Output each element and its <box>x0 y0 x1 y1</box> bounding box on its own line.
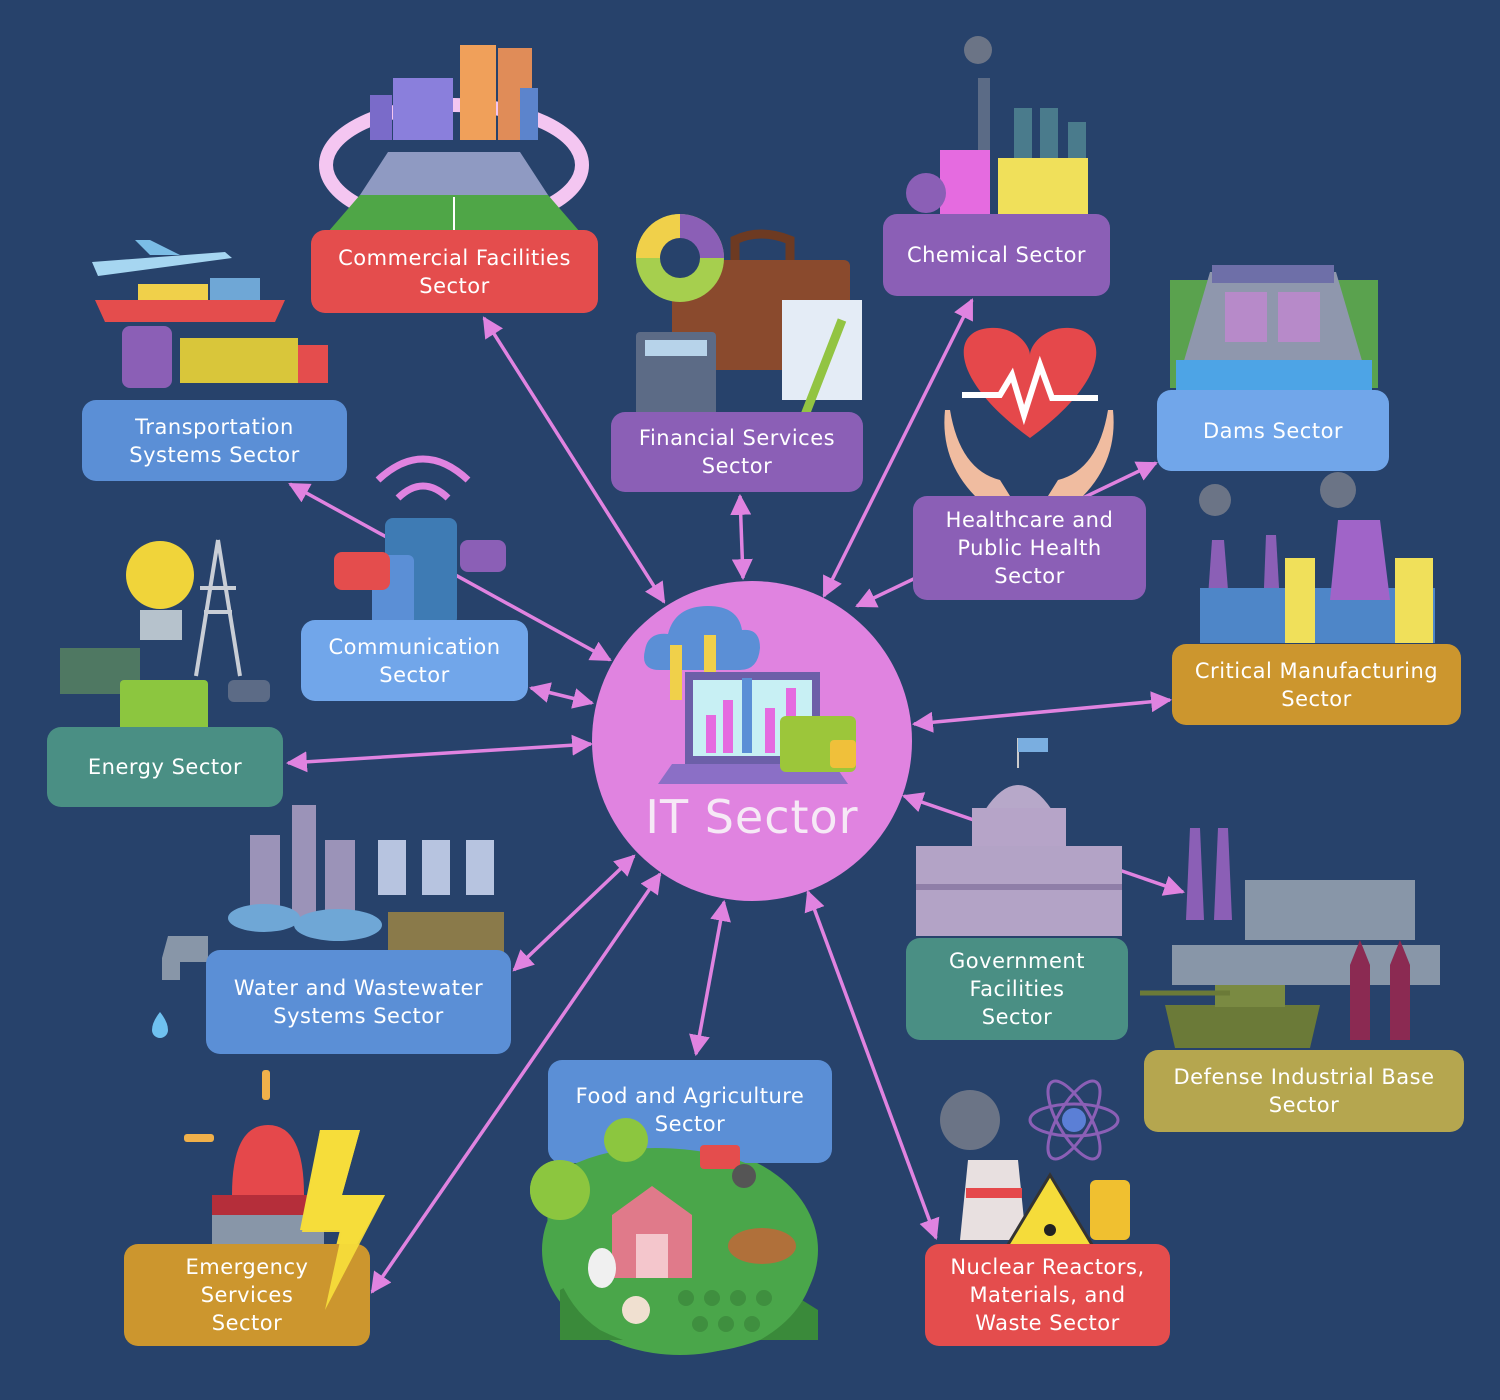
lightbulb-tower-battery-icon <box>60 539 270 734</box>
sector-transportation-systems[interactable]: Transportation Systems Sector <box>82 400 347 481</box>
sector-label: Transportation Systems Sector <box>129 414 300 467</box>
sector-communication[interactable]: Communication Sector <box>301 620 528 701</box>
water-treatment-icon <box>152 805 504 1038</box>
arrow-commercial <box>482 316 666 604</box>
sector-label: Critical Manufacturing Sector <box>1194 658 1439 711</box>
chemical-plant-icon <box>906 36 1088 218</box>
sector-energy[interactable]: Energy Sector <box>47 727 283 807</box>
sector-critical-manufacturing[interactable]: Critical Manufacturing Sector <box>1172 644 1461 725</box>
tank-missiles-icon <box>1140 828 1440 1048</box>
phone-tablet-wifi-icon <box>334 455 506 630</box>
farm-icon <box>530 1118 816 1353</box>
sector-government-facilities[interactable]: Government Facilities Sector <box>906 938 1128 1040</box>
nuclear-atom-icon <box>940 1079 1130 1260</box>
sector-defense-industrial-base[interactable]: Defense Industrial Base Sector <box>1144 1050 1464 1132</box>
sector-label: Nuclear Reactors, Materials, and Waste S… <box>950 1255 1145 1335</box>
siren-lightning-icon <box>302 1130 385 1310</box>
sector-label: Emergency Services Sector <box>185 1255 309 1335</box>
sector-label: Water and Wastewater Systems Sector <box>233 976 484 1028</box>
it-sector-label: IT Sector <box>645 790 859 844</box>
sector-label: Financial Services Sector <box>638 426 836 478</box>
heart-hands-icon <box>944 327 1114 496</box>
arrow-critical <box>911 691 1173 733</box>
arrow-emergency <box>370 872 662 1294</box>
sector-financial-services[interactable]: Financial Services Sector <box>611 412 863 492</box>
sector-label: Defense Industrial Base Sector <box>1173 1065 1435 1117</box>
arrow-chemical <box>822 298 974 598</box>
stadium-buildings-icon <box>319 45 589 232</box>
plane-ship-truck-icon <box>92 240 328 388</box>
sector-label: Healthcare and Public Health Sector <box>945 508 1114 588</box>
sector-nuclear[interactable]: Nuclear Reactors, Materials, and Waste S… <box>925 1244 1170 1346</box>
briefcase-calculator-icon <box>636 214 862 418</box>
arrow-financial <box>730 493 753 581</box>
sector-label: Dams Sector <box>1202 418 1344 443</box>
sector-label: Energy Sector <box>87 755 243 779</box>
sector-label: Communication Sector <box>328 634 501 687</box>
factory-icon <box>1199 472 1435 643</box>
arrow-communication <box>528 682 595 709</box>
sector-food-agriculture[interactable]: Food and Agriculture Sector <box>548 1060 832 1163</box>
arrow-food <box>689 899 731 1057</box>
sector-dams[interactable]: Dams Sector <box>1157 390 1389 471</box>
sector-water-wastewater[interactable]: Water and Wastewater Systems Sector <box>206 950 511 1054</box>
arrow-nuclear <box>804 890 940 1240</box>
sector-commercial-facilities[interactable]: Commercial Facilities Sector <box>311 230 598 313</box>
sector-label: Government Facilities Sector <box>949 949 1085 1029</box>
sector-label: Food and Agriculture Sector <box>575 1084 805 1136</box>
arrow-energy <box>285 734 594 773</box>
dam-icon <box>1170 265 1378 390</box>
sector-label: Chemical Sector <box>906 243 1087 267</box>
capitol-building-icon <box>916 738 1122 936</box>
sector-healthcare[interactable]: Healthcare and Public Health Sector <box>913 496 1146 600</box>
sector-label: Commercial Facilities Sector <box>338 245 571 298</box>
sector-chemical[interactable]: Chemical Sector <box>883 214 1110 296</box>
